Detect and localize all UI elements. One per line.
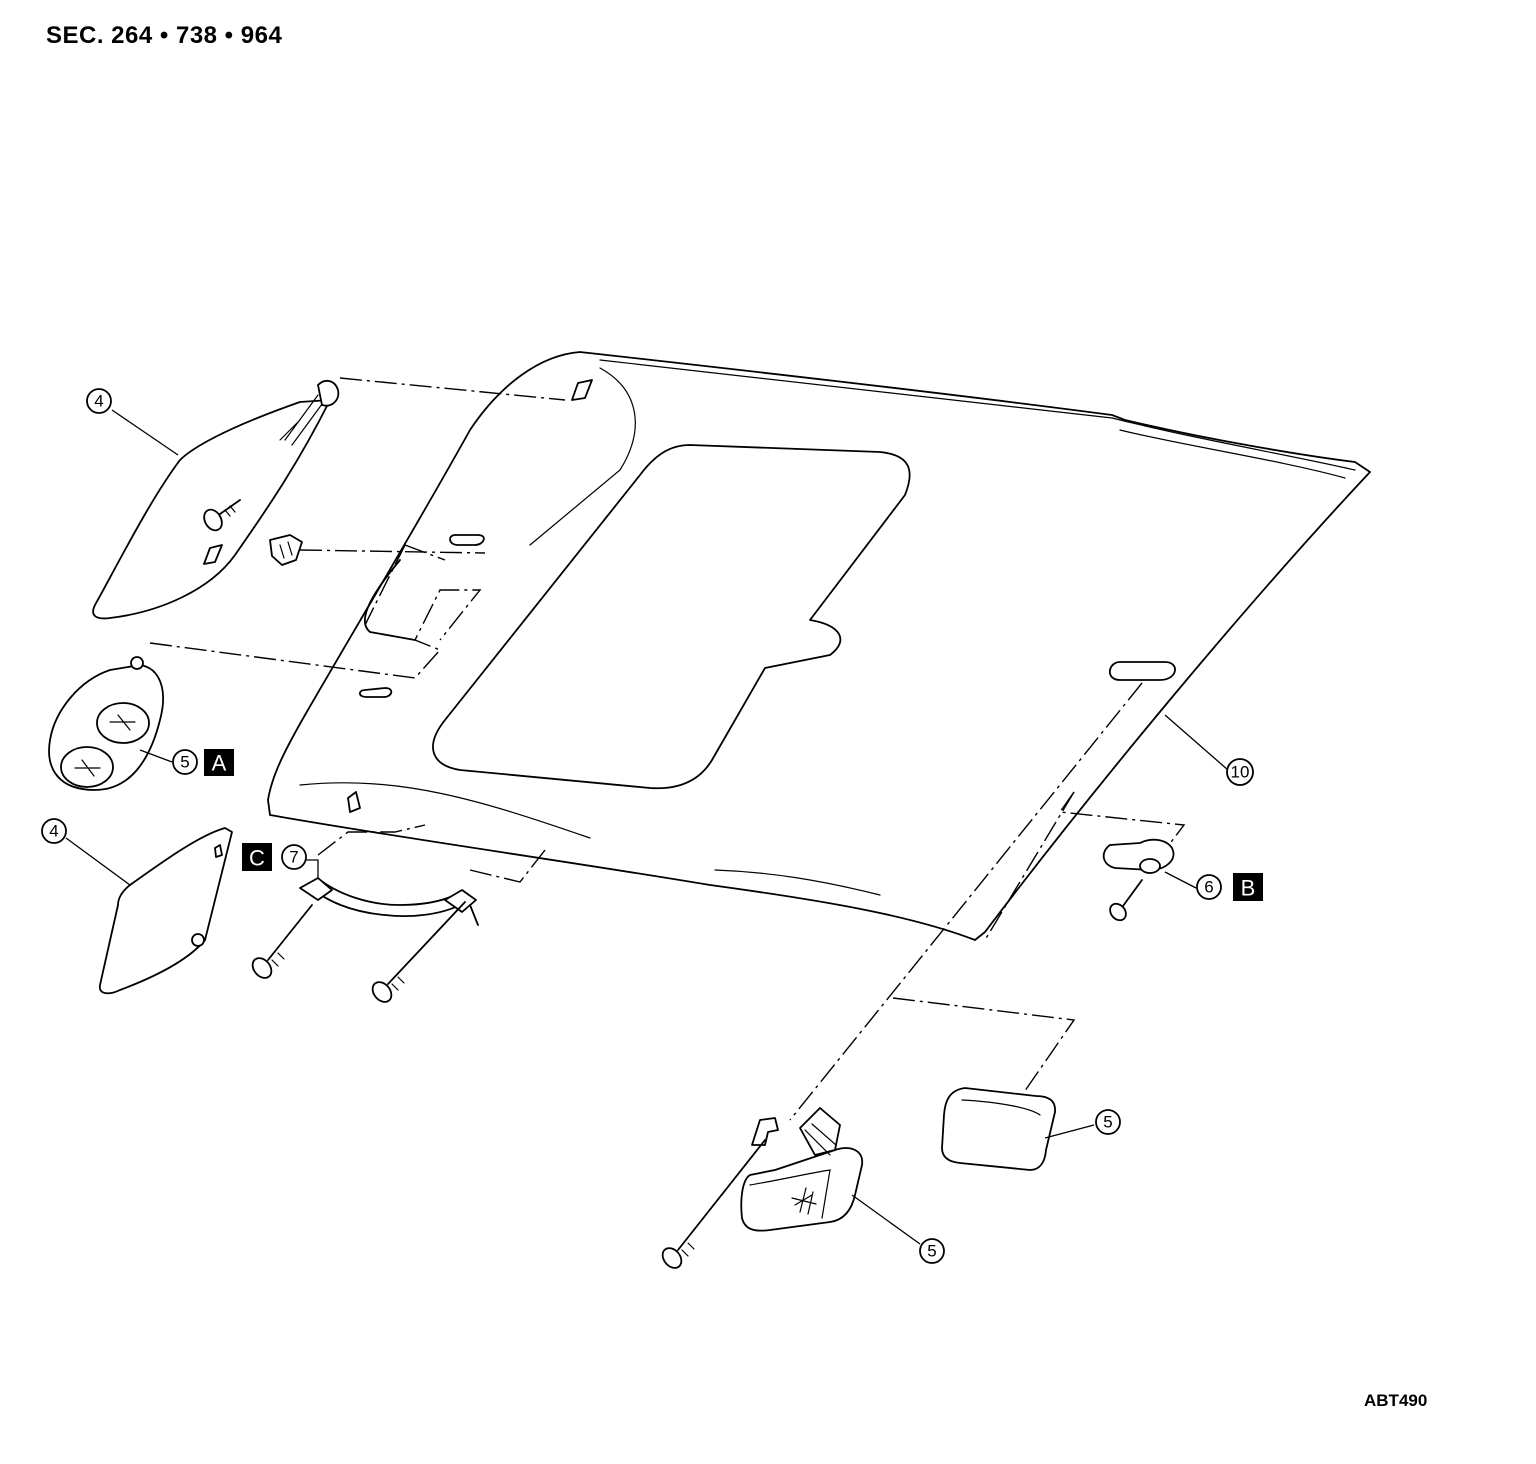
callout-label: 5 [180, 753, 189, 772]
callout-5-a: 5 [172, 749, 198, 775]
callout-4-lower: 4 [41, 818, 67, 844]
callout-7: 7 [281, 844, 307, 870]
screw-icon [203, 499, 241, 532]
callout-5-right: 5 [1095, 1109, 1121, 1135]
callout-5-bottom: 5 [919, 1238, 945, 1264]
figure-code: ABT490 [1364, 1391, 1428, 1410]
screw-icon [1109, 879, 1143, 922]
tag-a: A [204, 749, 234, 776]
page-title: SEC. 264 • 738 • 964 [46, 22, 283, 49]
tag-c: C [242, 843, 272, 871]
tag-label: C [249, 846, 265, 871]
room-lamp-right [941, 1087, 1056, 1171]
room-lamp-bottom [740, 1107, 863, 1232]
callout-10: 10 [1226, 758, 1254, 786]
callout-label: 4 [94, 392, 103, 411]
clip-icon [269, 534, 303, 566]
screw-icon [251, 904, 313, 979]
callout-label: 4 [49, 822, 58, 841]
coat-hook-b [1102, 838, 1175, 874]
callout-label: 5 [1103, 1113, 1112, 1132]
map-lamp-a [48, 656, 164, 791]
leader-lines [65, 409, 1229, 1245]
headlining-panel [267, 351, 1371, 941]
screw-icon [661, 1139, 766, 1269]
tag-label: B [1241, 876, 1256, 901]
callout-label: 7 [289, 848, 298, 867]
assist-grip [299, 877, 479, 926]
assembly-lines [149, 377, 1186, 1121]
screw-icon [371, 901, 466, 1003]
callout-label: 6 [1204, 878, 1213, 897]
callout-4-upper: 4 [86, 388, 112, 414]
sun-visor-upper [92, 379, 340, 620]
callout-label: 10 [1231, 763, 1250, 782]
callout-label: 5 [927, 1242, 936, 1261]
tag-b: B [1233, 873, 1263, 901]
sun-visor-lower [98, 827, 233, 995]
callout-6: 6 [1196, 874, 1222, 900]
tag-label: A [212, 751, 227, 776]
